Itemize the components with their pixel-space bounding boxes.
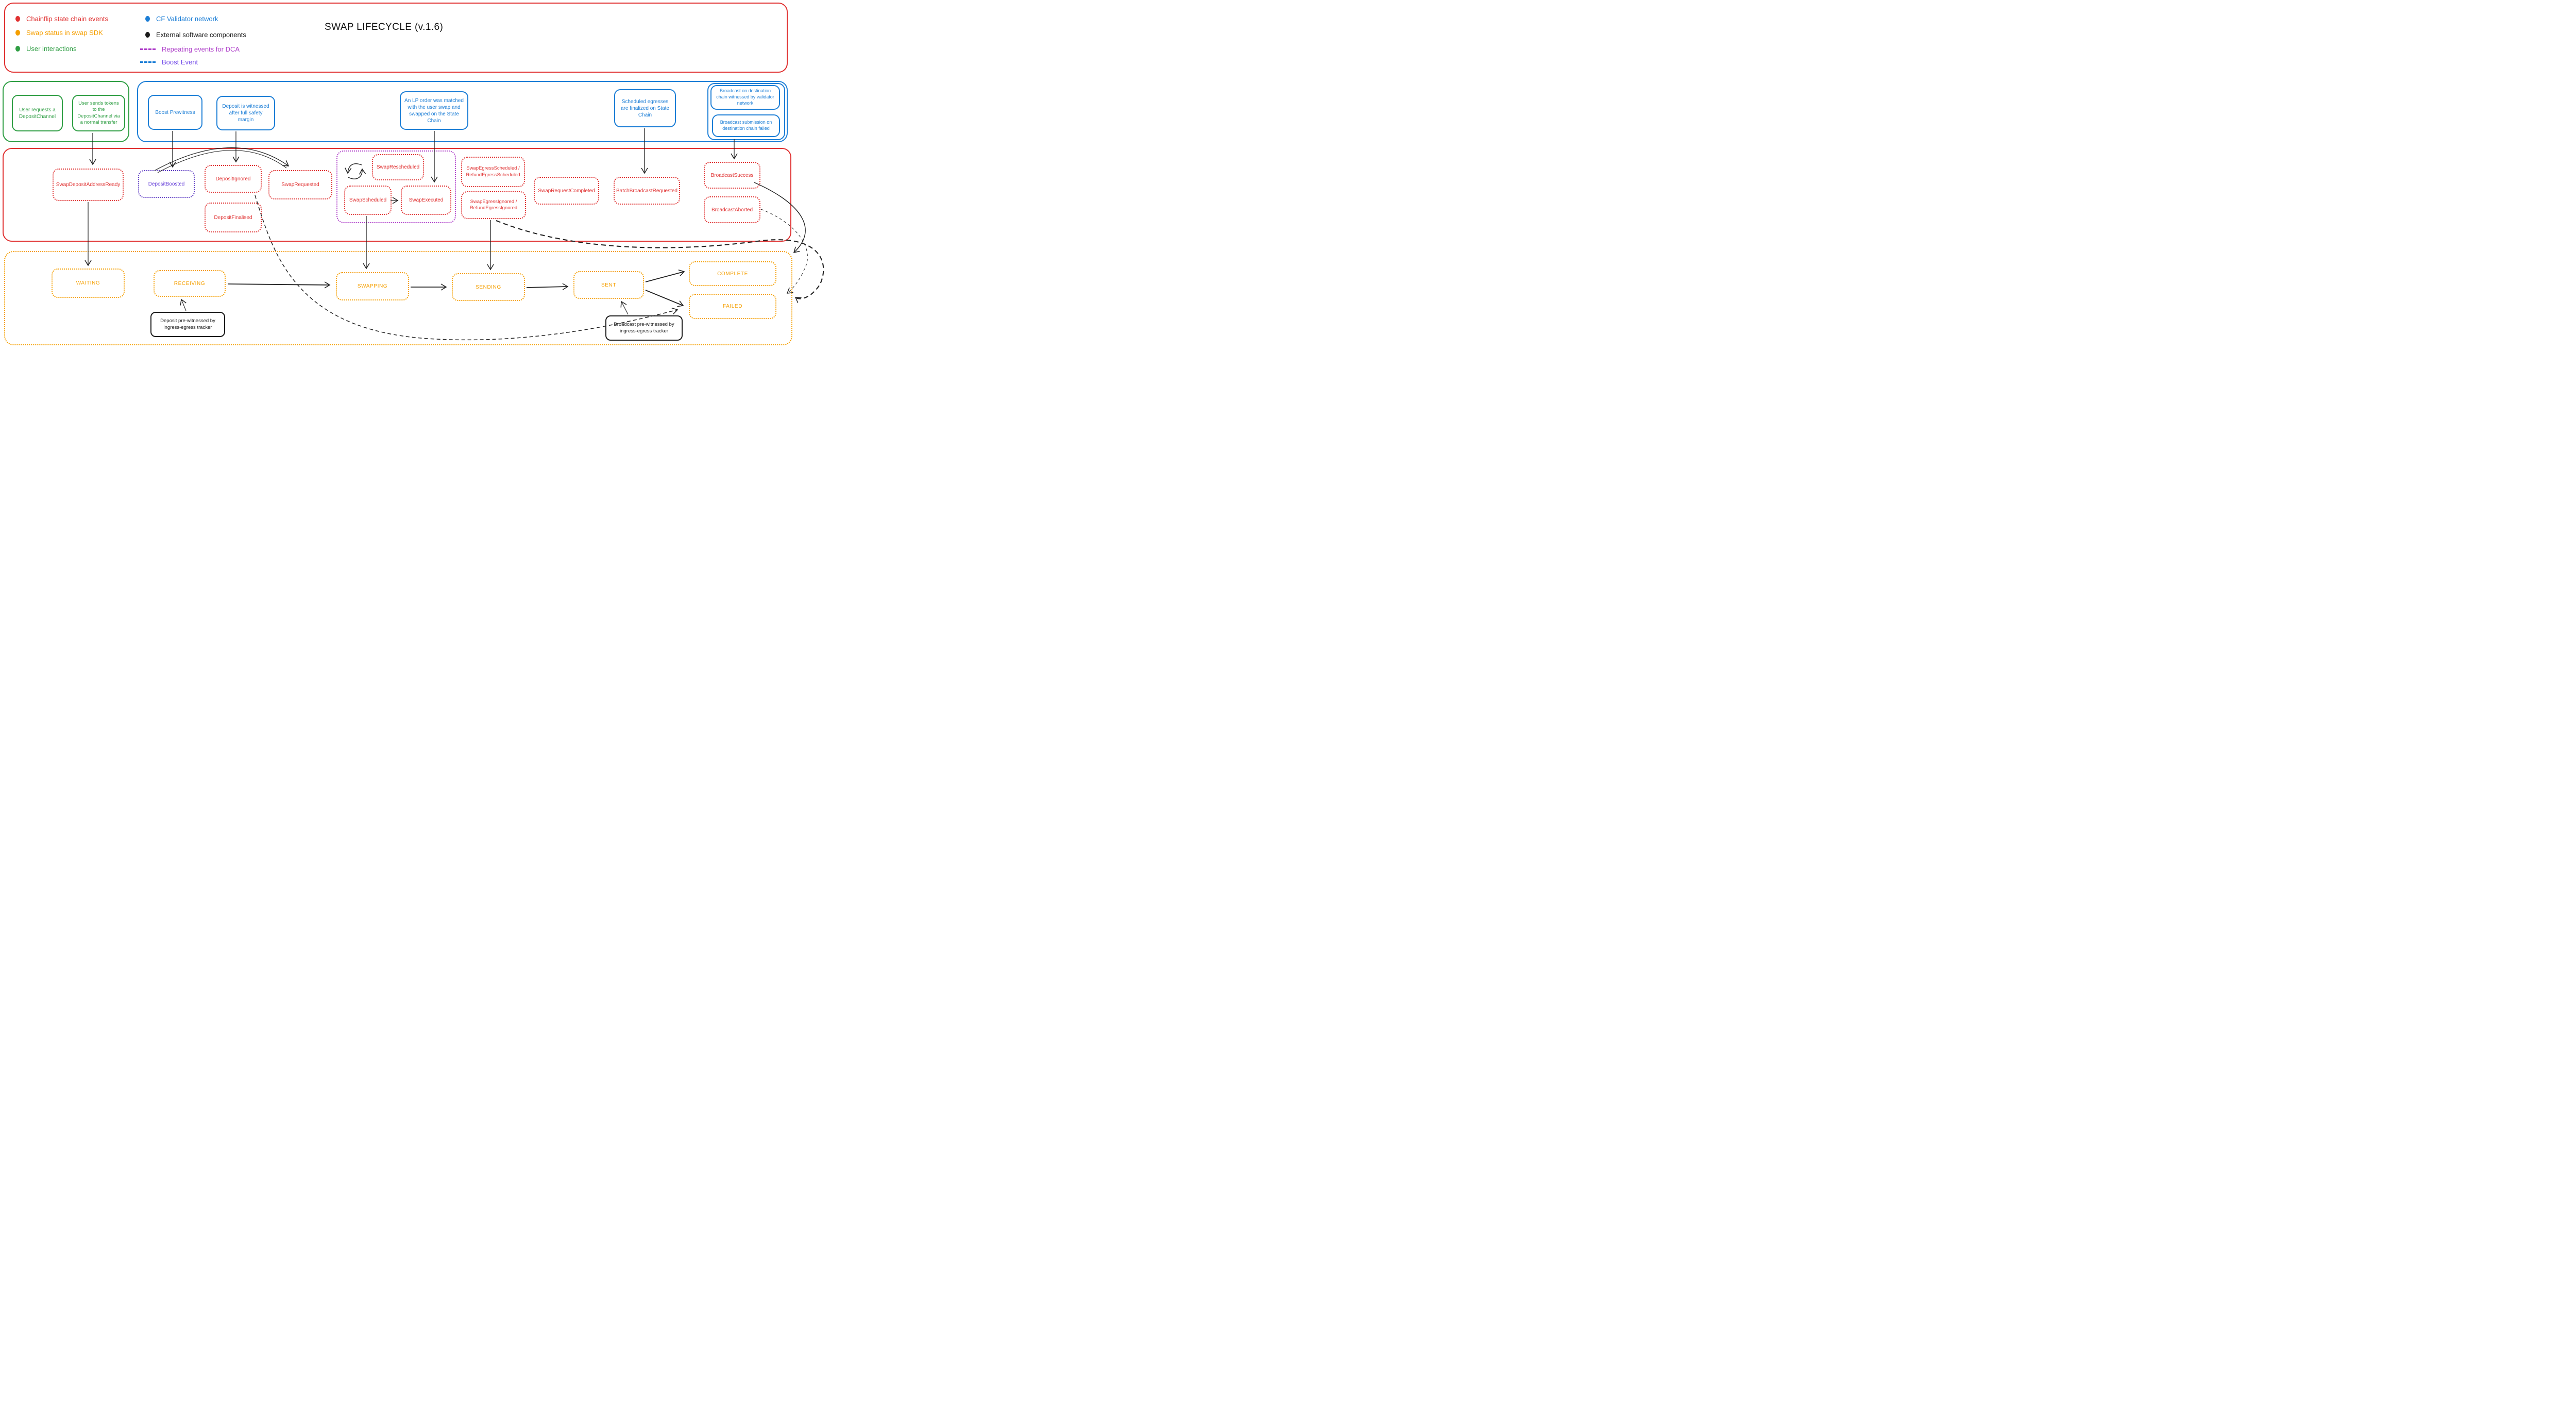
legend-item-label: Boost Event (162, 58, 198, 66)
node-label: Deposit pre-witnessed by ingress-egress … (160, 318, 215, 330)
node-swap-deposit-address-ready: SwapDepositAddressReady (53, 169, 124, 201)
legend-item-dca-repeating: Repeating events for DCA (140, 45, 240, 53)
node-label: DepositBoosted (148, 181, 185, 187)
node-broadcast-submission-failed: Broadcast submission on destination chai… (712, 114, 780, 137)
orange-dot-icon (15, 29, 20, 36)
node-label: FAILED (722, 304, 743, 309)
node-label: Scheduled egresses are finalized on Stat… (621, 98, 669, 118)
legend-panel (4, 3, 788, 73)
node-status-receiving: RECEIVING (154, 270, 226, 297)
purple-dash-icon (140, 48, 156, 50)
node-label: SwapExecuted (409, 197, 444, 203)
legend-item-boost-event: Boost Event (140, 58, 198, 66)
blue-dot-icon (145, 15, 150, 22)
node-deposit-prewitnessed-tracker: Deposit pre-witnessed by ingress-egress … (150, 312, 225, 337)
node-label: SwapRescheduled (376, 164, 420, 170)
swap-lifecycle-diagram: Chainflip state chain events Swap status… (0, 0, 833, 352)
node-label: SENT (601, 282, 617, 288)
black-dot-icon (145, 31, 150, 38)
node-label: User requests a DepositChannel (19, 107, 56, 120)
legend-item-label: Repeating events for DCA (162, 45, 240, 53)
node-deposit-boosted: DepositBoosted (138, 170, 195, 198)
node-label: SwapRequested (281, 182, 319, 188)
broadcast-result-group (707, 83, 785, 140)
node-deposit-ignored: DepositIgnored (205, 165, 262, 193)
node-swap-egress-ignored: SwapEgressIgnored / RefundEgressIgnored (461, 191, 526, 219)
node-label: SwapDepositAddressReady (56, 182, 121, 188)
legend-item-label: CF Validator network (156, 14, 218, 23)
node-lp-order-matched: An LP order was matched with the user sw… (400, 91, 468, 130)
node-label: SwapScheduled (349, 197, 387, 203)
node-status-sending: SENDING (452, 273, 525, 301)
node-swap-rescheduled: SwapRescheduled (372, 154, 424, 180)
node-status-sent: SENT (573, 271, 644, 299)
node-swap-executed: SwapExecuted (401, 186, 451, 215)
node-label: SWAPPING (357, 283, 388, 289)
node-label: COMPLETE (717, 271, 748, 277)
node-label: BatchBroadcastRequested (616, 188, 677, 194)
node-label: BroadcastSuccess (710, 172, 754, 178)
node-label: Boost Prewitness (155, 109, 195, 115)
user-interactions-panel (3, 81, 129, 142)
node-deposit-witnessed: Deposit is witnessed after full safety m… (216, 96, 275, 130)
node-label: DepositIgnored (215, 176, 251, 182)
node-status-complete: COMPLETE (689, 261, 776, 286)
node-status-swapping: SWAPPING (336, 272, 409, 300)
node-user-sends-tokens: User sends tokens to the DepositChannel … (72, 95, 125, 131)
legend-item-user-interactions: User interactions (15, 44, 77, 53)
node-label: RECEIVING (174, 280, 206, 287)
node-swap-requested: SwapRequested (268, 170, 332, 199)
legend-item-state-chain-events: Chainflip state chain events (15, 14, 108, 23)
legend-item-external-components: External software components (145, 30, 246, 39)
node-batch-broadcast-requested: BatchBroadcastRequested (614, 177, 680, 205)
node-label: Broadcast on destination chain witnessed… (716, 88, 774, 106)
blue-dash-icon (140, 61, 156, 63)
node-label: BroadcastAborted (711, 207, 753, 213)
node-label: DepositFinalised (214, 214, 252, 221)
node-label: An LP order was matched with the user sw… (404, 97, 464, 124)
node-scheduled-egresses-finalized: Scheduled egresses are finalized on Stat… (614, 89, 676, 127)
node-deposit-finalised: DepositFinalised (205, 203, 262, 232)
node-label: Broadcast submission on destination chai… (720, 120, 772, 131)
node-label: User sends tokens to the DepositChannel … (77, 100, 120, 125)
node-label: SwapEgressIgnored / RefundEgressIgnored (469, 198, 518, 211)
legend-item-label: Chainflip state chain events (26, 14, 108, 23)
legend-item-label: External software components (156, 30, 246, 39)
legend-item-sdk-status: Swap status in swap SDK (15, 28, 103, 37)
legend-item-label: User interactions (26, 44, 77, 53)
validator-network-panel (137, 81, 788, 142)
node-swap-request-completed: SwapRequestCompleted (534, 177, 599, 205)
node-broadcast-aborted: BroadcastAborted (704, 196, 760, 223)
node-status-failed: FAILED (689, 294, 776, 319)
page-title: SWAP LIFECYCLE (v.1.6) (325, 22, 444, 32)
node-label: SENDING (476, 284, 501, 290)
node-label: SwapRequestCompleted (538, 188, 595, 194)
node-swap-egress-scheduled: SwapEgressScheduled / RefundEgressSchedu… (461, 157, 525, 187)
red-dot-icon (15, 15, 20, 22)
node-swap-scheduled: SwapScheduled (344, 186, 392, 215)
legend-item-validator-network: CF Validator network (145, 14, 218, 23)
node-label: Broadcast pre-witnessed by ingress-egres… (614, 322, 674, 334)
node-broadcast-prewitnessed-tracker: Broadcast pre-witnessed by ingress-egres… (605, 315, 683, 341)
node-boost-prewitness: Boost Prewitness (148, 95, 202, 130)
node-label: Deposit is witnessed after full safety m… (222, 104, 269, 123)
node-broadcast-witnessed: Broadcast on destination chain witnessed… (710, 85, 780, 110)
node-label: WAITING (76, 280, 100, 286)
node-status-waiting: WAITING (52, 269, 125, 298)
node-broadcast-success: BroadcastSuccess (704, 162, 760, 189)
green-dot-icon (15, 45, 20, 52)
node-label: SwapEgressScheduled / RefundEgressSchedu… (466, 165, 520, 178)
legend-item-label: Swap status in swap SDK (26, 28, 103, 37)
node-user-requests-deposit-channel: User requests a DepositChannel (12, 95, 63, 131)
